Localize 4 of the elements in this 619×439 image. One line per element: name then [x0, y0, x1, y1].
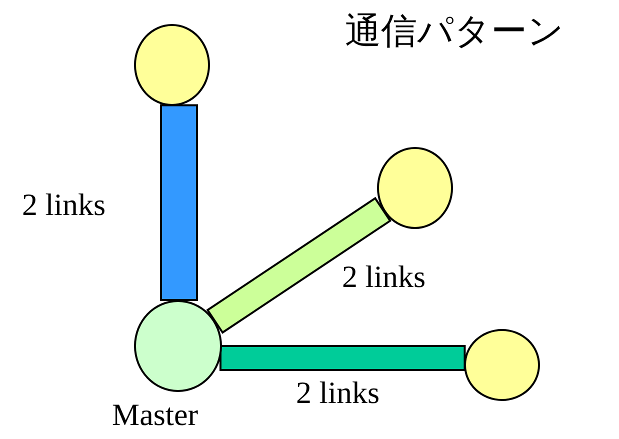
title: 通信パターン	[345, 10, 564, 54]
link-bar	[206, 196, 392, 334]
link-bar	[219, 345, 466, 371]
link-bar	[160, 104, 198, 301]
